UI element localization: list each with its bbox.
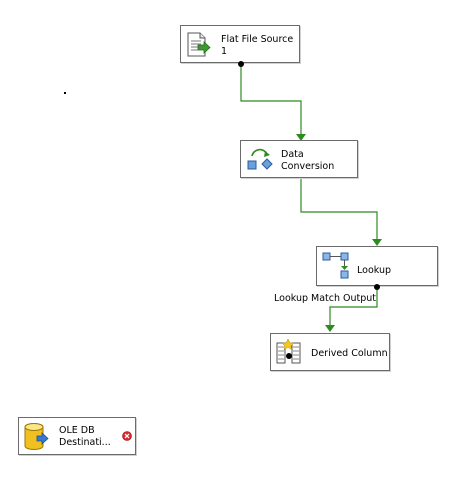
component-label: OLE DB bbox=[59, 425, 95, 436]
output-connector[interactable] bbox=[238, 61, 244, 67]
ole-db-destination-component[interactable]: OLE DB Destinati... bbox=[18, 417, 136, 455]
ole-db-destination-icon bbox=[23, 422, 49, 455]
path-arrowhead bbox=[296, 134, 306, 141]
output-connector[interactable] bbox=[374, 284, 380, 290]
path-label-lookup-match-output: Lookup Match Output bbox=[274, 293, 377, 304]
canvas-dot bbox=[64, 92, 66, 94]
path-data-conversion-to-lookup[interactable] bbox=[300, 179, 378, 240]
path-lookup-to-derived-column[interactable] bbox=[329, 290, 378, 326]
component-label-line2: Conversion bbox=[281, 161, 335, 172]
component-label-line2: Destinati... bbox=[59, 437, 111, 448]
component-label: Flat File Source bbox=[221, 34, 294, 45]
path-arrowhead bbox=[325, 325, 335, 332]
path-flat-file-to-data-conversion[interactable] bbox=[240, 66, 302, 135]
lookup-icon bbox=[321, 251, 351, 286]
error-icon[interactable] bbox=[122, 431, 132, 444]
component-label: Lookup bbox=[357, 265, 392, 276]
flat-file-source-component[interactable]: Flat File Source 1 bbox=[180, 25, 300, 63]
data-conversion-component[interactable]: Data Conversion bbox=[240, 140, 358, 178]
data-conversion-icon bbox=[246, 147, 274, 176]
path-arrowhead bbox=[372, 239, 382, 246]
component-label: Derived Column bbox=[311, 348, 388, 359]
component-label-line2: 1 bbox=[221, 46, 228, 57]
flat-file-source-icon bbox=[185, 32, 211, 61]
component-label: Data bbox=[281, 149, 304, 160]
lookup-component[interactable]: Lookup bbox=[316, 246, 438, 286]
derived-column-component[interactable]: Derived Column bbox=[270, 333, 390, 371]
derived-column-icon bbox=[275, 338, 303, 369]
